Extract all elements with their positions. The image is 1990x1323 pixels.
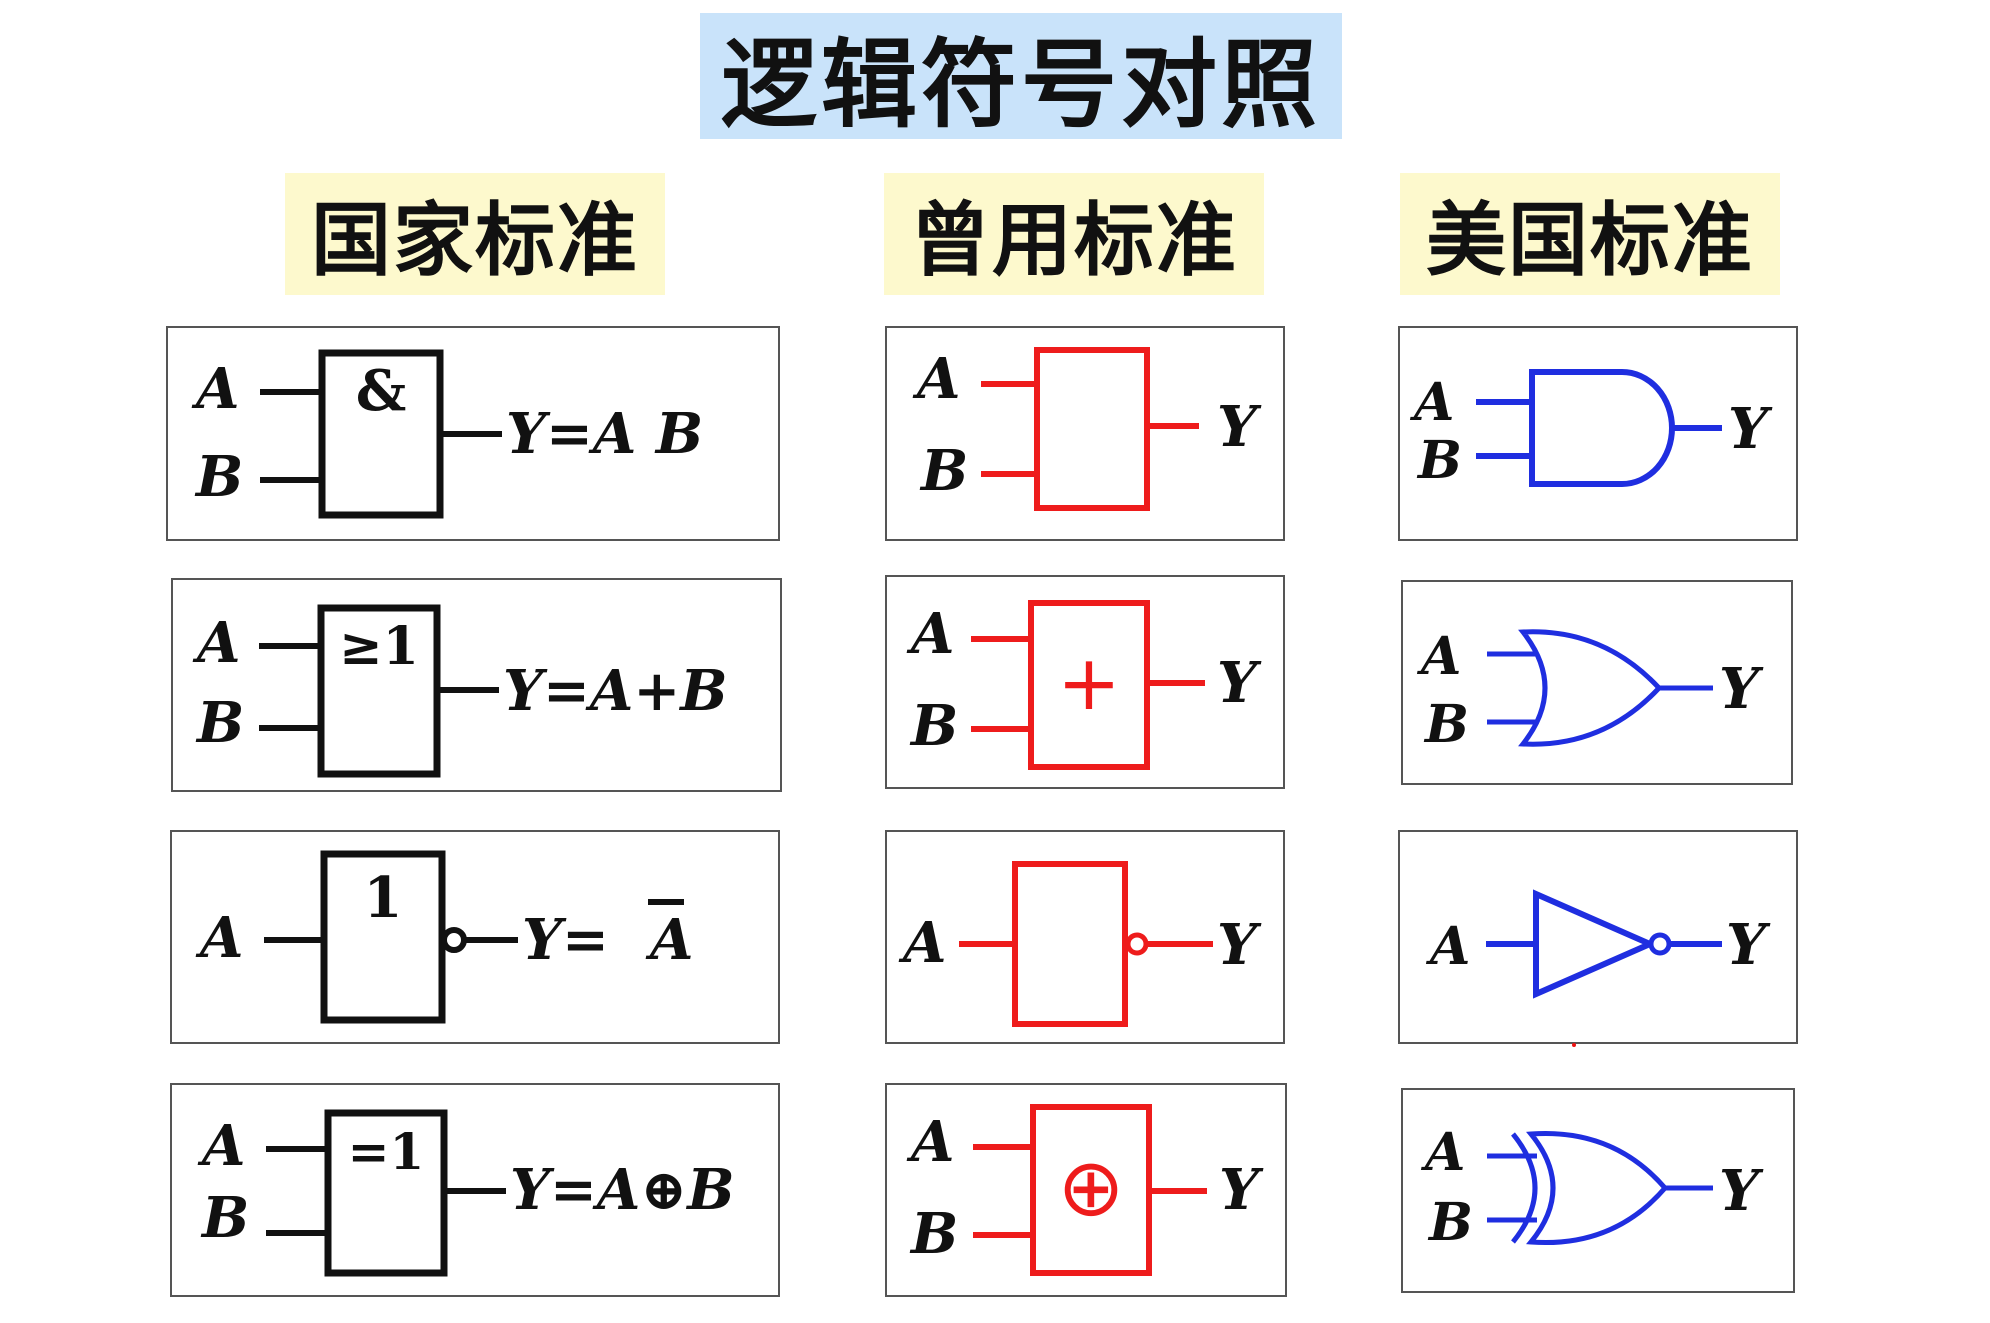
svg-text:Y: Y [1726,912,1771,978]
or-symbol: ≥1 [339,616,419,677]
header-former-standard: 曾用标准 [884,173,1264,295]
input-b-label: B [194,444,243,510]
national-or-gate-symbol: A B ≥1 Y=A+B [192,604,728,778]
svg-text:A: A [906,1109,954,1175]
xor-symbol: =1 [348,1122,425,1181]
or-expression: Y=A+B [503,658,728,724]
american-not-gate-cell: A Y [1398,830,1798,1044]
american-not-gate-symbol: A Y [1425,889,1771,999]
national-not-gate-cell: A 1 Y= A [170,830,780,1044]
svg-text:A: A [195,905,243,971]
svg-text:B: B [1423,694,1469,755]
header-american-standard: 美国标准 [1400,173,1780,295]
not-expression-prefix: Y= [522,907,609,973]
american-or-gate-symbol: A B Y [1416,626,1764,755]
header-national-standard: 国家标准 [285,173,665,295]
former-xor-symbol: ⊕ [1057,1141,1124,1234]
former-or-gate-symbol: A B + Y [906,600,1262,770]
american-or-gate-cell: A B Y [1401,580,1793,785]
xor-expression: Y=A⊕B [510,1157,735,1223]
national-or-gate-cell: A B ≥1 Y=A+B [171,578,782,792]
american-xor-gate-symbol: A B Y [1420,1122,1764,1253]
svg-text:B: B [200,1185,249,1251]
and-expression: Y=A B [506,401,703,467]
former-and-gate-symbol: A B Y [912,346,1262,511]
not-expression-var: A [645,907,693,973]
national-xor-gate-cell: A B =1 Y=A⊕B [170,1083,780,1297]
american-xor-gate-cell: A B Y [1401,1088,1795,1293]
svg-text:Y: Y [1219,1157,1264,1223]
svg-text:Y: Y [1728,396,1773,462]
svg-text:B: B [1427,1192,1473,1253]
svg-text:B: B [909,693,958,759]
former-xor-gate-symbol: A B ⊕ Y [906,1104,1264,1276]
former-or-gate-cell: A B + Y [885,575,1285,789]
former-xor-gate-cell: A B ⊕ Y [885,1083,1287,1297]
page-title: 逻辑符号对照 [700,13,1342,141]
svg-text:B: B [919,438,968,504]
svg-text:A: A [1425,916,1470,977]
input-a-label: A [191,356,239,422]
svg-text:Y: Y [1217,650,1262,716]
stray-red-dot [1572,1043,1576,1047]
svg-text:A: A [1420,1122,1465,1183]
svg-text:Y: Y [1719,1158,1764,1224]
national-and-gate-symbol: A B & Y=A B [191,349,703,519]
american-and-gate-cell: A B Y [1398,326,1798,541]
svg-text:A: A [192,610,240,676]
former-not-gate-symbol: A Y [898,861,1262,1027]
svg-text:A: A [1409,372,1454,433]
svg-text:A: A [906,601,954,667]
american-and-gate-symbol: A B Y [1409,369,1773,491]
svg-text:B: B [909,1201,958,1267]
not-symbol: 1 [364,865,403,931]
svg-text:Y: Y [1217,394,1262,460]
former-and-gate-cell: A B Y [885,326,1285,541]
svg-text:Y: Y [1719,656,1764,722]
svg-text:A: A [197,1113,245,1179]
svg-text:B: B [195,690,244,756]
and-symbol: & [356,358,407,424]
svg-text:B: B [1416,430,1462,491]
national-xor-gate-symbol: A B =1 Y=A⊕B [197,1109,735,1277]
former-or-symbol: + [1057,638,1121,727]
former-not-gate-cell: A Y [885,830,1285,1044]
svg-text:A: A [1416,626,1461,687]
svg-text:A: A [898,910,946,976]
national-and-gate-cell: A B & Y=A B [166,326,780,541]
national-not-gate-symbol: A 1 Y= A [195,850,693,1024]
svg-text:A: A [912,346,960,412]
svg-text:Y: Y [1217,912,1262,978]
